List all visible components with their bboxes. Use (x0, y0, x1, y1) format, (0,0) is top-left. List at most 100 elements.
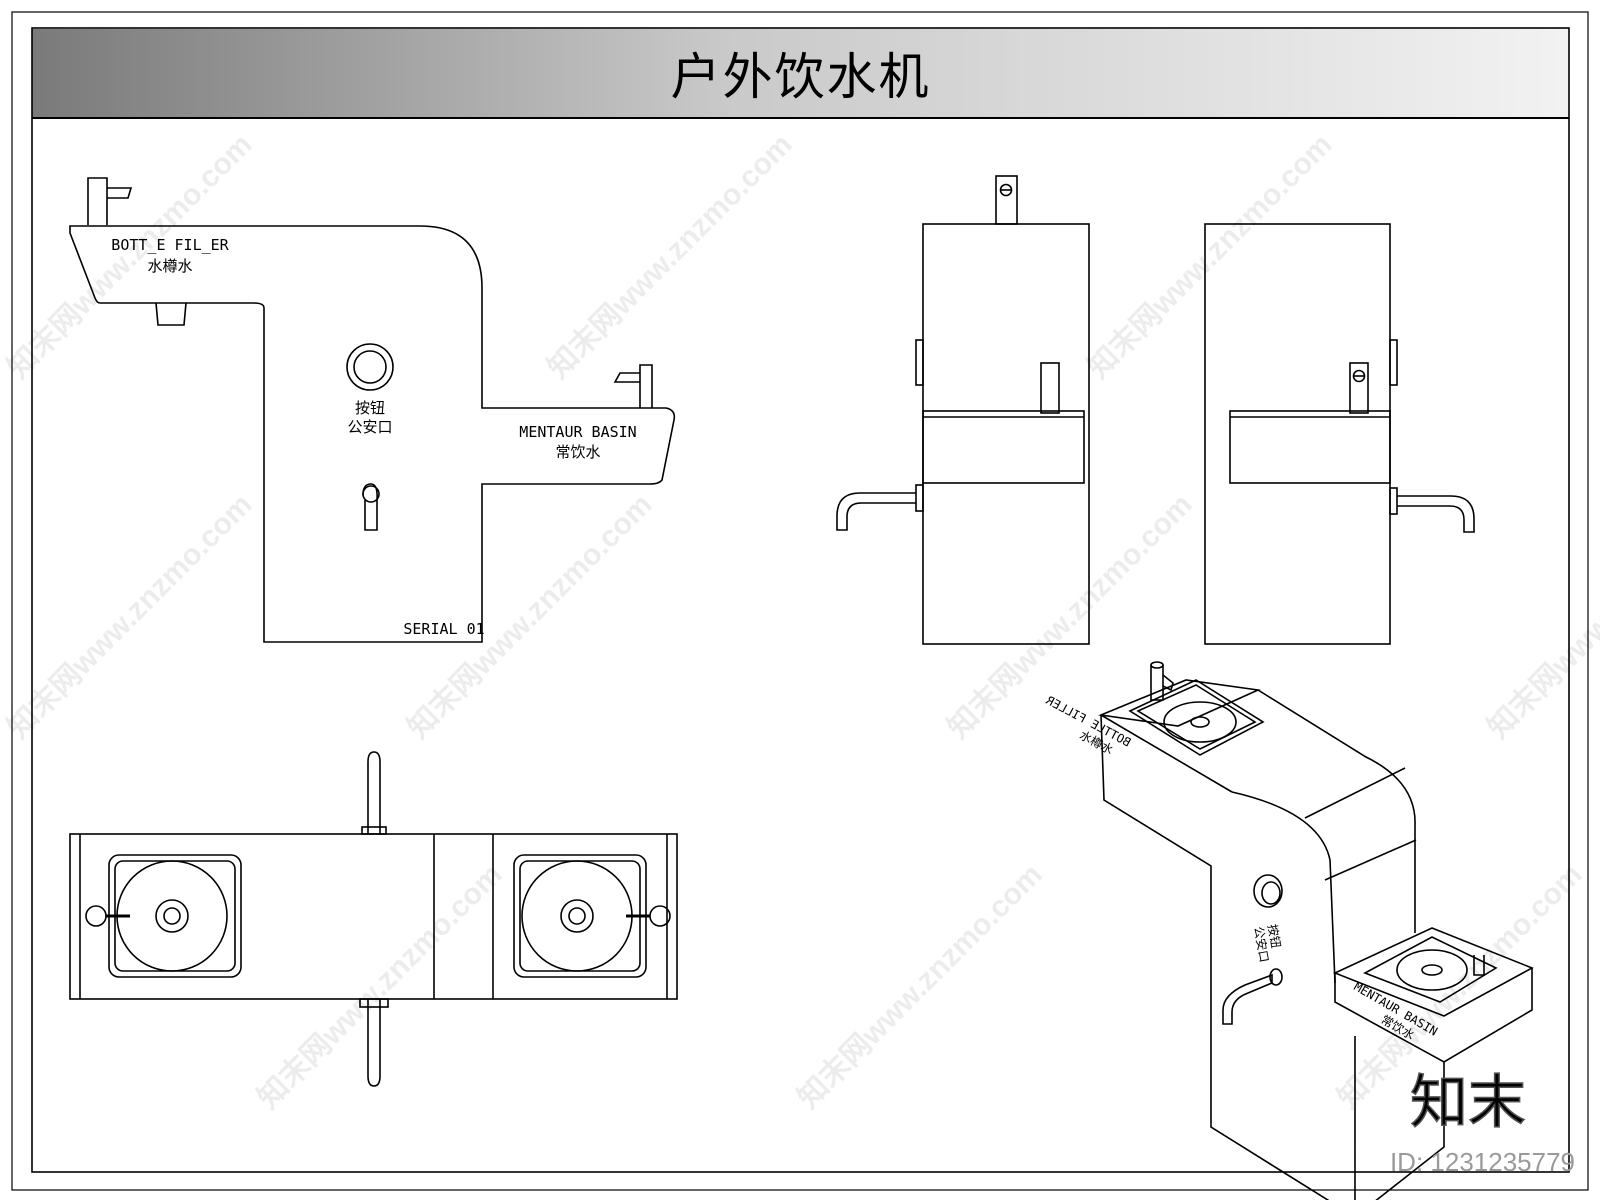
front-bottle-filler-label-cn: 水樽水 (147, 257, 192, 275)
front-button-label-2: 公安口 (347, 418, 392, 436)
iso-curved-front (1231, 791, 1336, 984)
iso-lower-pedestal (1354, 1036, 1445, 1200)
watermark-text: 知末网www.znzmo.com (942, 488, 1199, 745)
watermark-text: 知末网www.znzmo.com (542, 128, 799, 385)
side-right-button (1389, 339, 1398, 386)
plan-right-button (649, 905, 671, 927)
front-basin-label-cn: 常饮水 (555, 443, 600, 461)
side-left-basin (922, 410, 1085, 484)
iso-button-label-2: 公安口 (1251, 925, 1272, 963)
iso-basin-inner (1363, 936, 1498, 1003)
watermark-logo: 知末 (1410, 1068, 1526, 1136)
iso-bottle-drain (1190, 716, 1210, 728)
iso-left-front-edge (1100, 714, 1330, 1200)
iso-bottle-filler-spout (1162, 674, 1174, 692)
plan-left-button (85, 905, 107, 927)
iso-top-crease (1304, 767, 1406, 819)
plan-right-basin-outer (513, 854, 647, 978)
front-lever-tap-knob (362, 485, 380, 503)
outer-border (11, 11, 1589, 1191)
inner-border (31, 27, 1570, 1173)
watermark-text: 知末网www.znzmo.com (792, 858, 1049, 1115)
title-bar: 户外饮水机 (32, 29, 1569, 119)
plan-bottom-rod-base (359, 998, 389, 1008)
plan-view (69, 751, 678, 1087)
plan-right-bowl (521, 860, 633, 972)
iso-bottle-filler-cap (1150, 661, 1164, 669)
side-right-inner-spout-cap (1352, 369, 1366, 383)
iso-basin-bowl (1396, 949, 1468, 991)
iso-bottle-filler-label-cn: 水樽水 (1077, 727, 1116, 757)
front-button-label-1: 按钮 (355, 399, 385, 417)
plan-right-basin-inner (519, 860, 641, 972)
watermark-layer: 知末网www.znzmo.com 知末网www.znzmo.com 知末网www… (2, 128, 1600, 1115)
plan-right-drain (568, 907, 586, 925)
side-right-basin (1229, 410, 1391, 484)
iso-bottle-basin-outer (1128, 679, 1265, 756)
front-bottle-filler-label: BOTT_E FIL_ER (111, 236, 229, 254)
iso-basin-top (1332, 927, 1534, 1017)
side-right-body (1204, 223, 1391, 645)
plan-right-drain-ring (560, 899, 594, 933)
side-left-inner-spout (1040, 362, 1060, 414)
front-basin-spout (613, 372, 640, 383)
watermark-text: 知末网www.znzmo.com (1482, 488, 1600, 745)
side-left-button (915, 339, 924, 386)
front-serial-label: SERIAL 01 (403, 620, 484, 638)
plan-bottom-rod (367, 999, 381, 1087)
front-lever-tap (362, 483, 378, 531)
watermark-text: 知末网www.znzmo.com (1082, 128, 1339, 385)
front-push-button-ring (346, 343, 394, 391)
side-right-tap-pipe (1397, 495, 1475, 533)
plan-body (69, 833, 678, 1000)
front-basin-post (639, 364, 653, 408)
plan-top-rod-base (361, 826, 387, 835)
iso-basin-front-face (1334, 968, 1533, 1063)
plan-top-rod (367, 751, 381, 834)
iso-basin-drain (1421, 964, 1443, 976)
front-bottle-filler-spout (107, 187, 133, 199)
plan-left-basin-outer (108, 854, 242, 978)
front-basin-label: MENTAUR BASIN (519, 423, 636, 441)
plan-left-drain-ring (155, 899, 189, 933)
front-body-outline (69, 225, 676, 643)
iso-button-label-1: 按钮 (1265, 923, 1284, 949)
iso-bottle-filler-label: BOTTLE FILLER (1043, 693, 1133, 750)
iso-side-crease (1324, 839, 1417, 881)
iso-top-left-surface (1097, 679, 1261, 727)
side-right-inner-spout (1349, 362, 1369, 414)
iso-basin-label: MENTAUR BASIN (1352, 979, 1440, 1038)
isometric-view: BOTTLE FILLER 水樽水 按钮 公安口 MENTAUR BASIN 常… (1043, 661, 1534, 1200)
side-elevation-left (836, 175, 1090, 645)
front-bottle-filler-post (87, 177, 108, 225)
front-push-button (353, 350, 387, 384)
side-left-top-spout-cap (999, 183, 1013, 197)
plan-left-basin-inner (114, 860, 236, 972)
iso-bottle-bowl (1163, 701, 1237, 743)
iso-bottle-basin-inner (1136, 684, 1257, 750)
side-left-top-spout (995, 175, 1018, 225)
front-bottle-drain (155, 302, 187, 326)
plan-left-bowl (116, 860, 228, 972)
iso-bottle-filler-post (1150, 665, 1164, 701)
iso-basin-spout (1473, 955, 1485, 976)
plan-left-drain (163, 907, 181, 925)
watermark-text: 知末网www.znzmo.com (2, 128, 259, 385)
iso-push-button (1261, 881, 1281, 905)
iso-basin-label-cn: 常饮水 (1379, 1012, 1417, 1042)
iso-push-button-ring (1253, 874, 1283, 908)
side-elevation-right (1204, 223, 1475, 645)
side-left-tap-mount (915, 484, 924, 512)
iso-top-front-edge (1100, 714, 1233, 793)
watermark-text: 知末网www.znzmo.com (2, 488, 259, 745)
front-elevation: BOTT_E FIL_ER 水樽水 按钮 公安口 MENTAUR BASIN 常… (69, 177, 676, 643)
watermark-text: 知末网www.znzmo.com (252, 858, 509, 1115)
iso-tap (1222, 973, 1273, 1025)
iso-curved-back (1257, 689, 1416, 933)
side-right-tap-mount (1389, 487, 1398, 515)
side-left-tap-pipe (836, 492, 916, 531)
watermark-text: 知末网www.znzmo.com (402, 488, 659, 745)
side-left-body (922, 223, 1090, 645)
